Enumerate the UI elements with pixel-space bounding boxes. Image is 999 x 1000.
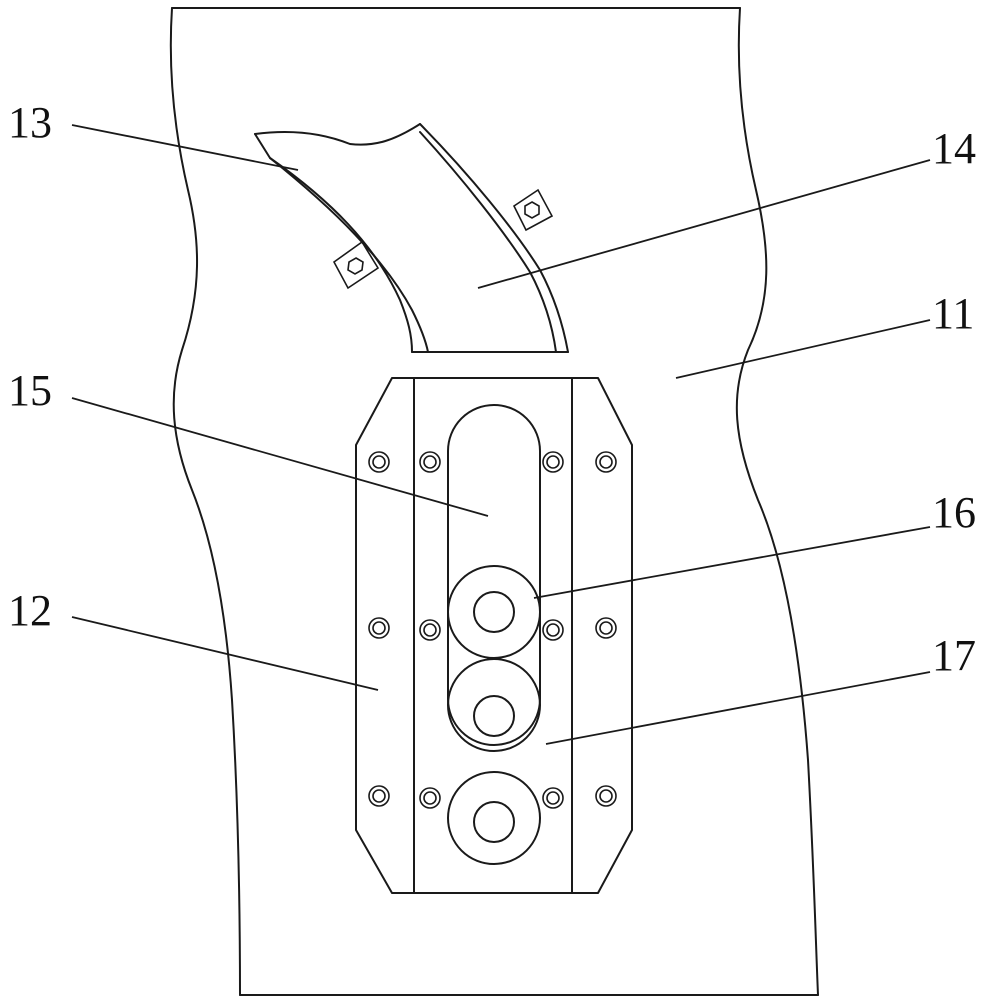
bolt xyxy=(369,618,389,638)
leader-14 xyxy=(478,160,930,288)
bolt xyxy=(543,788,563,808)
lower-roller xyxy=(448,659,540,751)
bolt xyxy=(596,786,616,806)
label-13: 13 xyxy=(8,98,52,147)
bolt xyxy=(420,788,440,808)
label-11: 11 xyxy=(932,289,974,338)
curved-guide xyxy=(255,124,568,352)
bolt xyxy=(596,452,616,472)
leader-11 xyxy=(676,320,930,378)
label-16: 16 xyxy=(932,488,976,537)
slot xyxy=(448,405,540,745)
bolt xyxy=(596,618,616,638)
guide-right-wall-inner xyxy=(420,132,556,352)
bottom-roller xyxy=(448,772,540,864)
right-mounting-tab xyxy=(514,190,552,230)
upper-roller xyxy=(448,566,540,658)
label-12: 12 xyxy=(8,586,52,635)
label-14: 14 xyxy=(932,124,976,173)
label-15: 15 xyxy=(8,366,52,415)
leader-17 xyxy=(546,672,930,744)
label-17: 17 xyxy=(932,631,976,680)
mount-plate-outline xyxy=(356,378,632,893)
guide-top-edge xyxy=(255,124,420,145)
guide-left-wall-inner xyxy=(270,158,428,352)
bolt xyxy=(543,452,563,472)
housing-right-edge xyxy=(737,8,818,995)
leader-16 xyxy=(534,527,930,598)
left-mounting-tab xyxy=(334,242,378,288)
bolt xyxy=(543,620,563,640)
leader-lines xyxy=(72,125,930,744)
bolt xyxy=(369,786,389,806)
bolt xyxy=(369,452,389,472)
bolt xyxy=(420,620,440,640)
mount-plate xyxy=(356,378,632,893)
bolt xyxy=(420,452,440,472)
bolt-group xyxy=(369,452,616,808)
